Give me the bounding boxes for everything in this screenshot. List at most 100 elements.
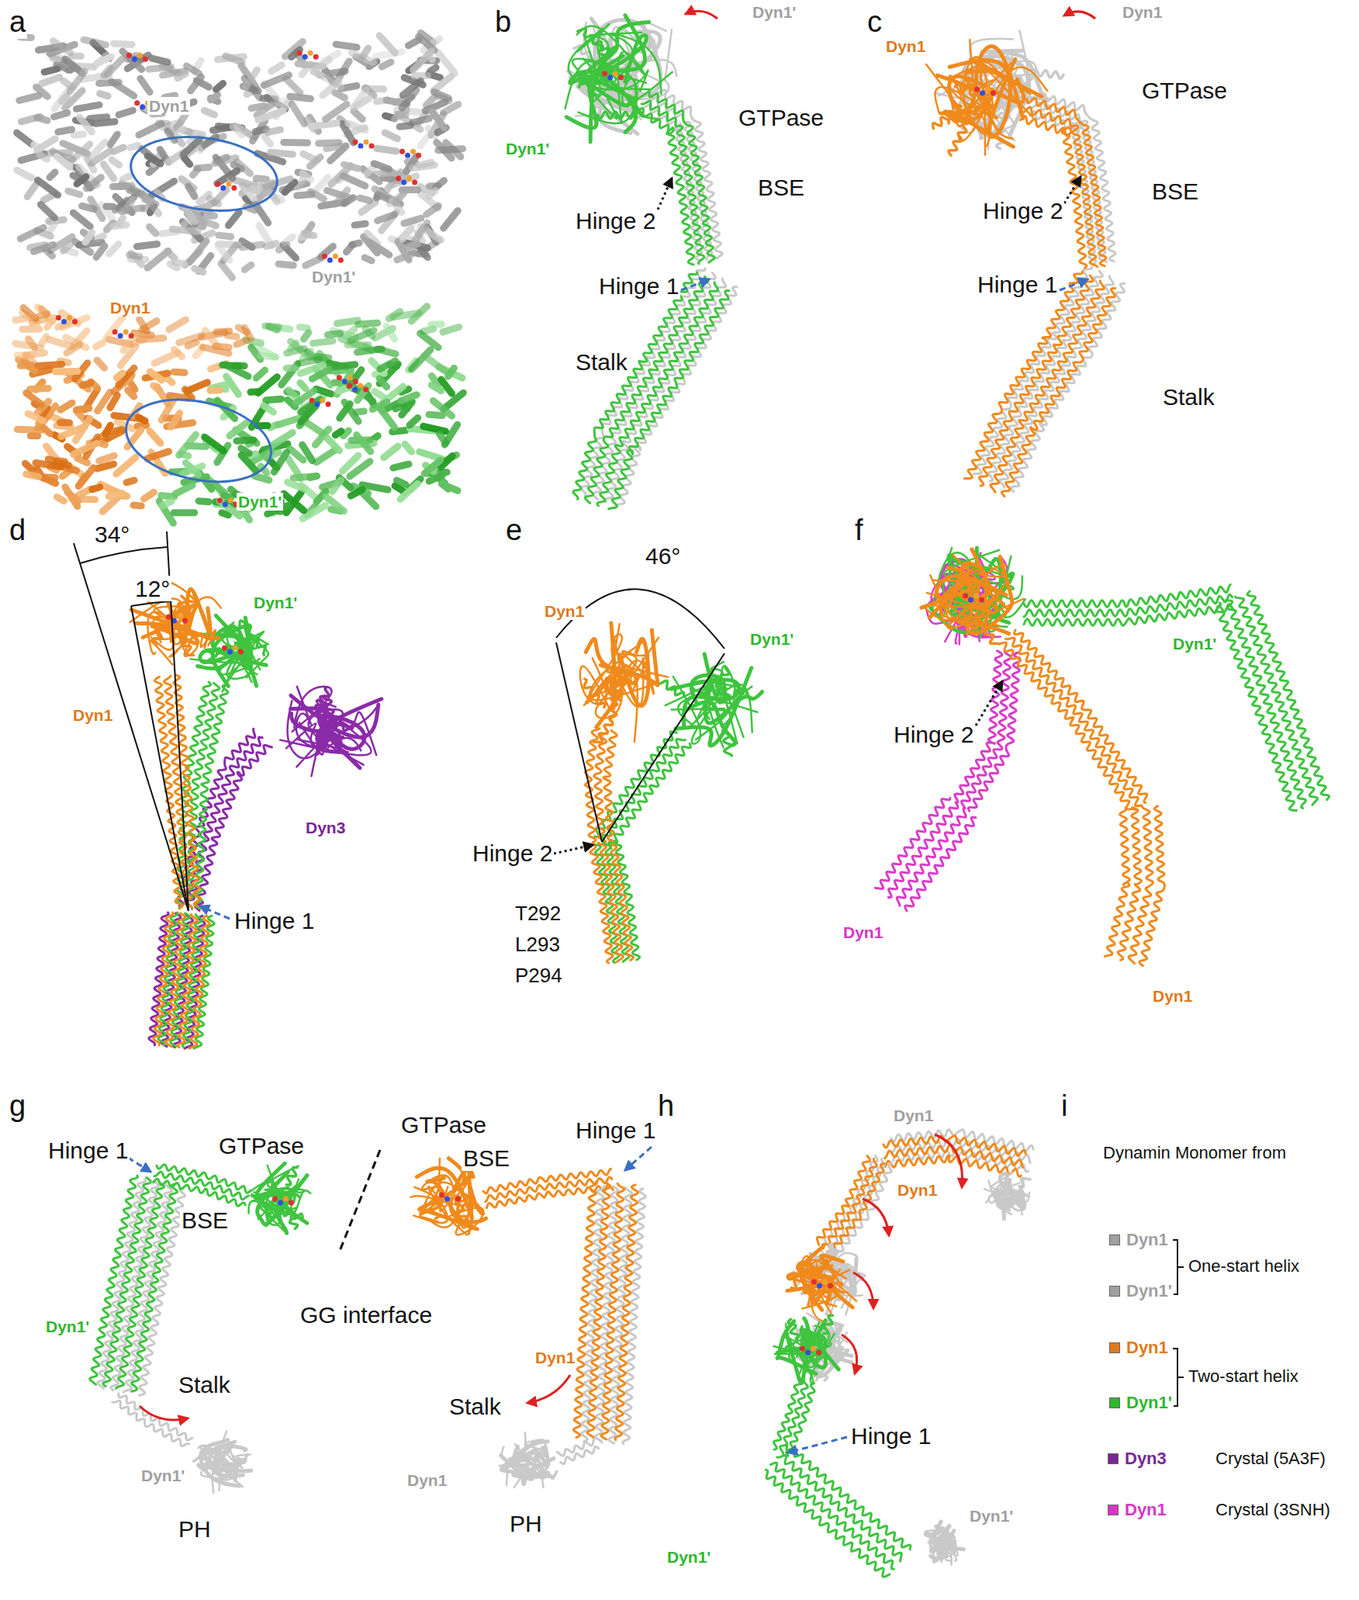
helix-ribbon: [189, 915, 210, 1048]
helix-rod: [216, 258, 238, 283]
helix-rod: [103, 238, 124, 259]
helix-rod: [408, 45, 437, 75]
helix-rod: [122, 384, 139, 402]
helix-ribbon: [1003, 1190, 1017, 1200]
helix-rod: [172, 69, 191, 83]
helix-rod: [103, 484, 132, 502]
helix-ribbon: [584, 678, 606, 707]
helix-rod: [200, 106, 220, 120]
helix-rod: [169, 367, 188, 377]
helix-rod: [83, 137, 110, 165]
helix-rod: [331, 360, 360, 371]
helix-rod: [183, 181, 201, 201]
rotation-arrow: [685, 10, 718, 19]
ligand-atom: [455, 1196, 461, 1202]
domain-loop: [1004, 1179, 1024, 1208]
helix-ribbon: [229, 641, 253, 651]
chain-label: Dyn1': [750, 3, 798, 21]
helix-ribbon: [195, 744, 273, 910]
hinge-pointer: [625, 1146, 652, 1170]
helix-rod: [206, 386, 224, 395]
helix-rod: [169, 344, 187, 362]
rotation-arrow: [139, 1405, 188, 1420]
helix-rod: [174, 331, 207, 348]
helix-ribbon: [210, 1448, 224, 1463]
panel-letter: f: [853, 514, 865, 547]
helix-ribbon: [287, 1209, 298, 1229]
helix-rod: [321, 491, 350, 516]
helix-rod: [184, 235, 211, 267]
legend-row: Dyn1': [1109, 1281, 1174, 1301]
helix-ribbon: [579, 75, 616, 87]
ligand-atom: [973, 593, 979, 599]
helix-rod: [51, 151, 76, 172]
helix-rod: [72, 404, 94, 413]
helix-rod: [356, 197, 381, 218]
helix-ribbon: [1235, 596, 1318, 805]
ligand-atom: [302, 54, 308, 60]
helix-rod: [374, 373, 392, 393]
helix-rod: [373, 210, 399, 226]
domain-loop: [926, 39, 987, 135]
helix-rod: [350, 219, 370, 229]
helix-rod: [428, 395, 457, 421]
helix-ribbon: [456, 1198, 467, 1221]
helix-ribbon: [577, 28, 610, 53]
helix-ribbon: [964, 271, 1083, 479]
chain-label: Dyn1': [44, 1317, 91, 1335]
helix-rod: [129, 501, 146, 510]
ligand-atom: [332, 253, 339, 260]
ligand-atom: [283, 1196, 289, 1202]
helix-rod: [380, 127, 402, 144]
helix-rod: [104, 488, 127, 501]
panel-i: [1172, 1239, 1184, 1406]
helix-rod: [132, 239, 161, 250]
helix-rod: [145, 366, 167, 385]
helix-ribbon: [765, 1469, 889, 1577]
helix-rod: [91, 117, 119, 128]
ligand-atom: [805, 1349, 811, 1356]
helix-rod: [253, 106, 288, 125]
hinge-pointer: [788, 1436, 848, 1453]
helix-rod: [117, 204, 146, 216]
helix-rod: [18, 325, 43, 333]
helix-rod: [372, 144, 401, 156]
helix-rod: [58, 76, 78, 93]
helix-rod: [429, 87, 454, 104]
ligand-atom: [319, 397, 326, 403]
domain-loop: [226, 1441, 251, 1468]
legend-text: Dyn1': [1124, 1281, 1174, 1301]
annotation-label: BSE: [179, 1206, 230, 1233]
annotation-label: GTPase: [217, 1132, 306, 1159]
domain-loop: [803, 1269, 857, 1301]
rotation-arrow: [527, 1374, 571, 1403]
helix-ribbon: [539, 1470, 557, 1478]
helix-rod: [305, 186, 329, 205]
helix-rod: [87, 482, 104, 494]
ligand-atom: [342, 378, 348, 384]
ligand-atom: [238, 649, 244, 655]
legend-swatch: [1107, 1504, 1119, 1515]
helix-ribbon: [556, 1438, 595, 1456]
helix-rod: [400, 439, 417, 457]
helix-ribbon: [770, 1462, 894, 1569]
helix-rod: [58, 236, 79, 256]
helix-ribbon: [603, 729, 617, 841]
domain-loop: [190, 652, 253, 666]
chain-label: Dyn1: [884, 37, 927, 56]
helix-ribbon: [156, 1164, 251, 1194]
chain-label: Dyn1': [139, 1466, 187, 1484]
ligand-atom: [308, 397, 315, 403]
highlight-ellipse: [118, 387, 280, 494]
chain-label: Dyn1': [1171, 634, 1218, 653]
helix-rod: [337, 450, 364, 477]
domain-loop: [265, 1178, 305, 1192]
ligand-atom: [816, 1282, 823, 1289]
helix-rod: [352, 380, 374, 406]
annotation-label: Hinge 2: [892, 721, 976, 747]
helix-rod: [91, 241, 110, 263]
helix-ribbon: [980, 621, 1000, 644]
helix-rod: [125, 251, 145, 261]
helix-ribbon: [964, 594, 985, 616]
helix-rod: [322, 141, 346, 153]
